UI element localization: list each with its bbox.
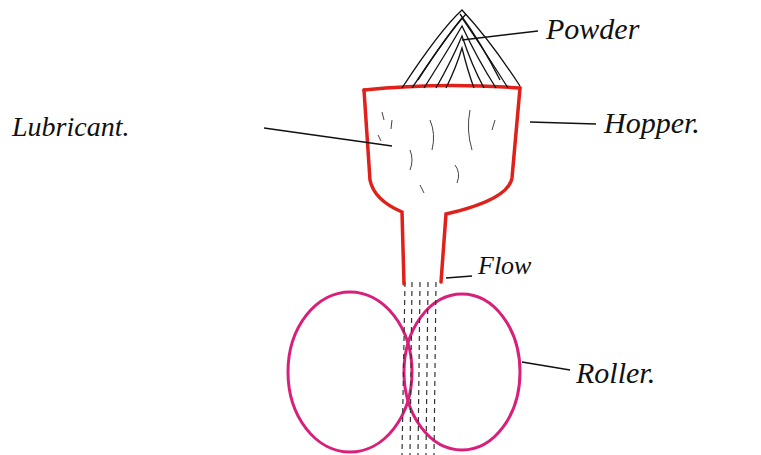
flow-lines [402,282,436,455]
part-label: Flow [478,252,531,281]
lubricant-marks [378,110,495,193]
powder-pile [402,10,520,88]
part-label: Powder [546,12,639,45]
part-label: Roller. [576,356,655,389]
right-roller [404,294,520,450]
part-label: Lubricant. [12,112,129,143]
leader-lines [264,31,596,370]
left-roller [288,292,412,452]
part-label: Hopper. [604,106,700,139]
